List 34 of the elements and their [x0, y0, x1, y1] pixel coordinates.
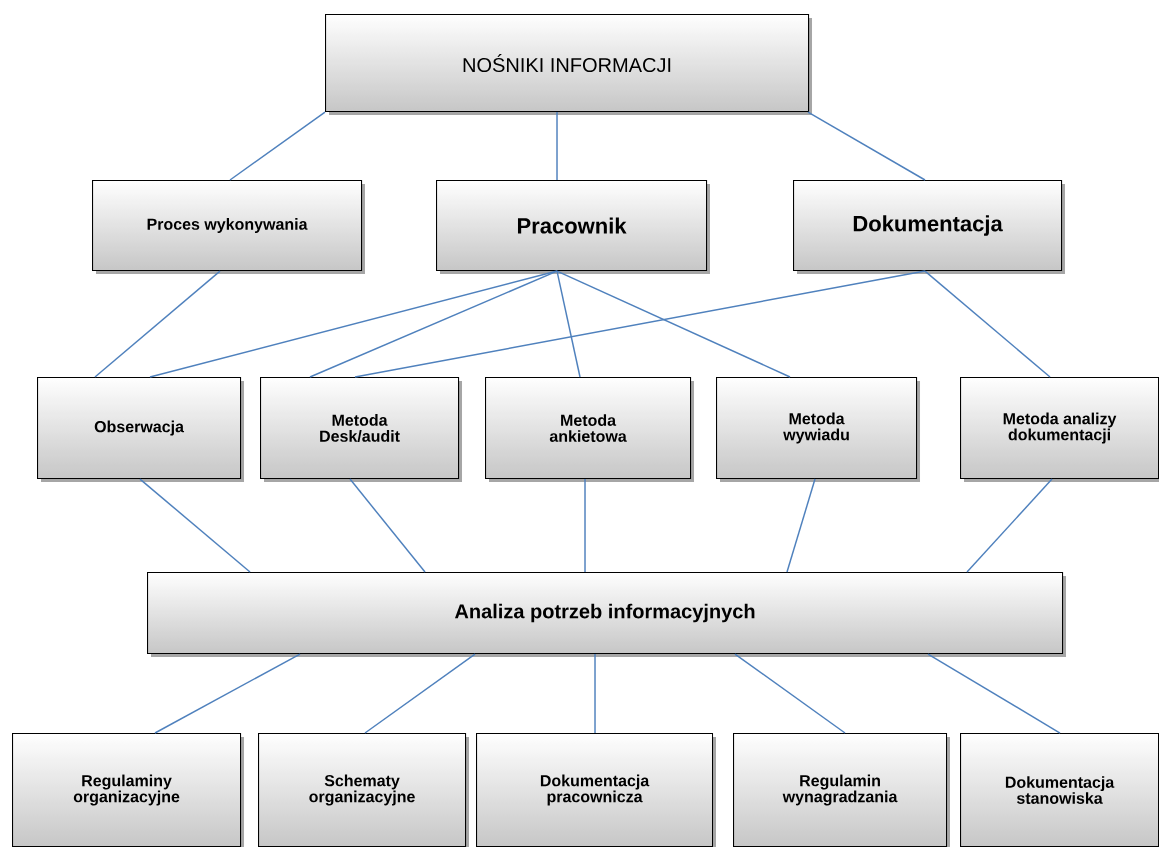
connector-line [966, 478, 1053, 573]
connector-line [229, 111, 326, 181]
box: NOŚNIKI INFORMACJI [325, 14, 812, 115]
connector-line [349, 478, 426, 573]
box: Dokumentacja pracownicza [476, 733, 716, 847]
connector-line [556, 270, 791, 378]
box: Obserwacja [37, 377, 244, 482]
connector-line [154, 653, 301, 734]
box: Metoda ankietowa [485, 377, 694, 482]
connector-line [584, 478, 586, 573]
box: Analiza potrzeb informacyjnych [147, 572, 1066, 657]
box: Regulaminy organizacyjne [12, 733, 244, 847]
connector-line [354, 270, 926, 378]
box: Proces wykonywania [92, 180, 365, 274]
box: Schematy organizacyjne [258, 733, 469, 847]
connector-line [734, 653, 846, 734]
box: Metoda wywiadu [716, 377, 920, 482]
box: Pracownik [436, 180, 710, 274]
box: Metoda Desk/audit [260, 377, 462, 482]
box: Dokumentacja [793, 180, 1065, 274]
connector-line [927, 653, 1061, 734]
box: Dokumentacja stanowiska [960, 733, 1159, 847]
connector-line [139, 478, 251, 573]
connector-line [786, 478, 816, 573]
connector-line [309, 270, 558, 378]
box: Metoda analizy dokumentacji [960, 377, 1159, 482]
connector-line [924, 270, 1051, 378]
box: Regulamin wynagradzania [733, 733, 950, 847]
connector-line [364, 653, 476, 734]
connector-line [556, 270, 581, 378]
connector-line [556, 111, 558, 181]
connector-line [94, 270, 221, 378]
connector-line [594, 653, 596, 734]
connector-line [807, 111, 926, 181]
